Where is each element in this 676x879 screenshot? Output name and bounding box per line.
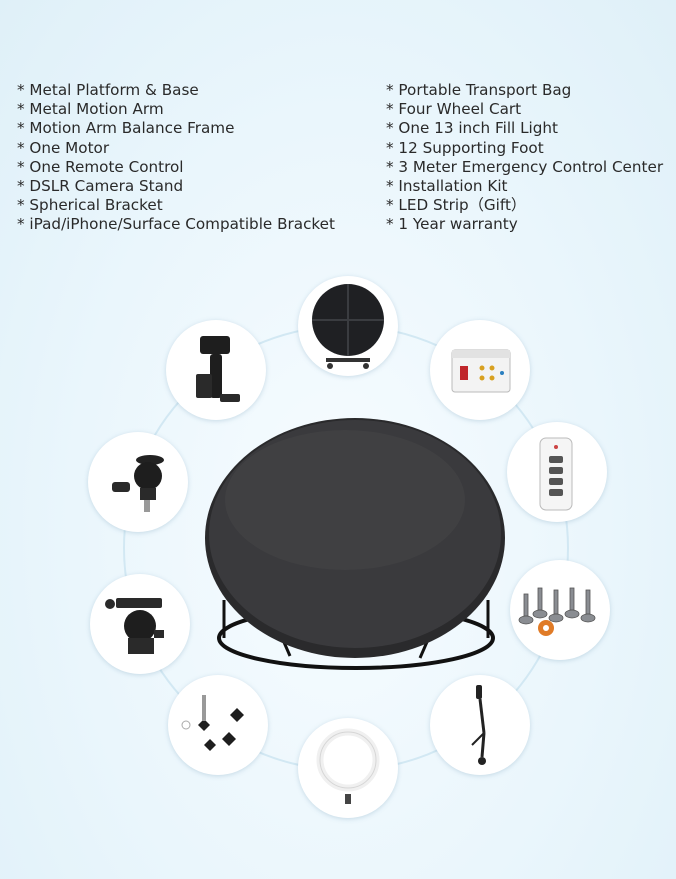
feature-item: * 12 Supporting Foot — [386, 138, 544, 157]
feature-item: * Spherical Bracket — [17, 196, 163, 215]
feature-item: * Metal Platform & Base — [17, 81, 199, 99]
feature-item: * DSLR Camera Stand — [17, 177, 184, 196]
feature-item: * 3 Meter Emergency Control Center — [386, 157, 664, 176]
transport-bag-image — [298, 276, 398, 376]
remote-control-image — [507, 422, 607, 522]
feature-list-left: * Metal Platform & Base * Metal Motion A… — [17, 81, 335, 235]
feature-list-right: * Portable Transport Bag * Four Wheel Ca… — [386, 81, 663, 235]
feature-item: * iPad/iPhone/Surface Compatible Bracket — [17, 215, 335, 234]
installation-kit-image — [168, 675, 268, 775]
fill-light-image — [298, 718, 398, 818]
feature-item: * 1 Year warranty — [386, 215, 518, 234]
feature-item: * One Remote Control — [17, 157, 184, 176]
supporting-feet-image — [510, 560, 610, 660]
motion-arm-image — [430, 675, 530, 775]
feature-item: * One 13 inch Fill Light — [386, 119, 558, 138]
feature-item: * Metal Motion Arm — [17, 100, 164, 119]
feature-item: * LED Strip（Gift） — [386, 196, 527, 215]
control-center-image — [430, 320, 530, 420]
feature-item: * One Motor — [17, 138, 110, 157]
feature-item: * Motion Arm Balance Frame — [17, 119, 235, 138]
camera-stand-image — [88, 432, 188, 532]
feature-item: * Installation Kit — [386, 177, 508, 196]
feature-item: * Four Wheel Cart — [386, 100, 522, 119]
tablet-bracket-image — [166, 320, 266, 420]
spherical-bracket-image — [90, 574, 190, 674]
feature-item: * Portable Transport Bag — [386, 81, 572, 99]
